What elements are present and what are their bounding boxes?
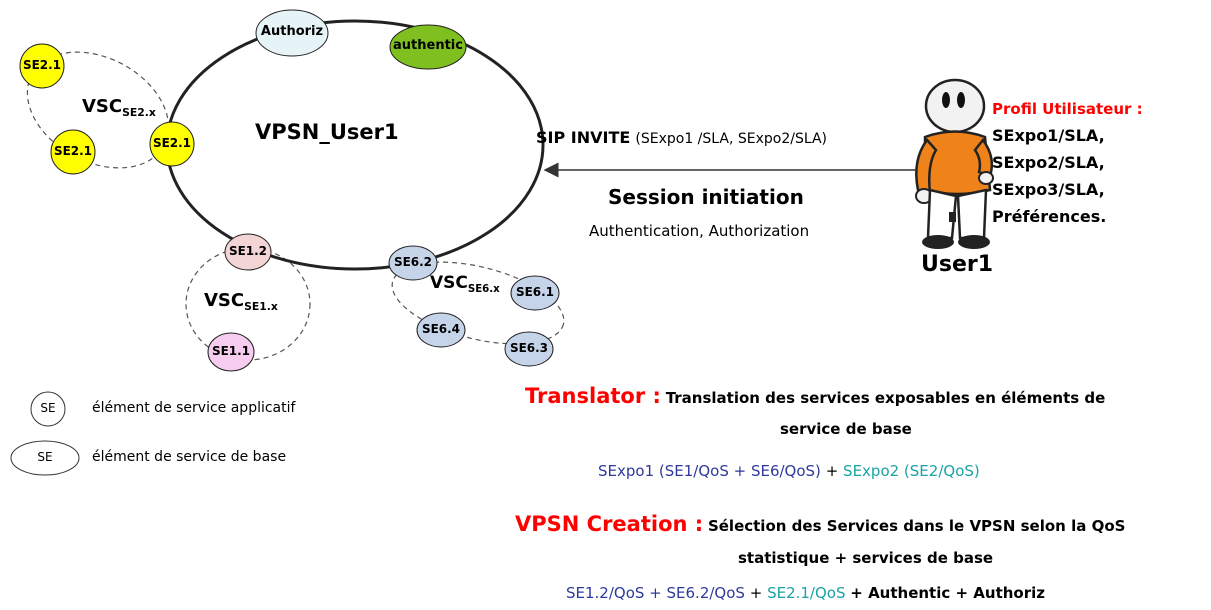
node-se62-label: SE6.2 [393, 255, 433, 269]
node-authentic [389, 24, 467, 70]
node-se64 [416, 312, 466, 348]
vpsn-formula-plus: + [749, 584, 763, 602]
node-se63-label: SE6.3 [509, 341, 549, 355]
node-se21-ring-label: SE2.1 [152, 136, 192, 150]
translator-desc-1: Translation des services exposables en é… [665, 389, 1106, 407]
vpsn-creation-label: VPSN Creation : [515, 512, 704, 536]
vpsn-creation-line1: VPSN Creation : Sélection des Services d… [515, 512, 1125, 536]
legend-app-text: élément de service applicatif [92, 400, 296, 416]
session-subtitle: Authentication, Authorization [589, 222, 810, 240]
legend-base-symbol [10, 440, 80, 476]
user-figure-icon [915, 78, 994, 249]
node-se61 [510, 275, 560, 311]
vpsn-formula-part1: SE1.2/QoS + SE6.2/QoS [566, 584, 745, 602]
node-se12 [224, 233, 272, 271]
legend-app-symbol [30, 391, 66, 427]
profile-item-3: SExpo3/SLA, [992, 180, 1105, 199]
node-se12-label: SE1.2 [228, 244, 268, 258]
profile-item-2: SExpo2/SLA, [992, 153, 1105, 172]
vpsn-creation-desc-1: Sélection des Services dans le VPSN selo… [707, 517, 1126, 535]
node-se21-ring [149, 121, 195, 167]
node-se61-label: SE6.1 [515, 285, 555, 299]
translator-formula-part1: SExpo1 (SE1/QoS + SE6/QoS) [598, 462, 821, 480]
translator-desc-2: service de base [780, 420, 912, 438]
node-se64-label: SE6.4 [421, 322, 461, 336]
user-name: User1 [921, 252, 994, 277]
translator-label: Translator : [525, 384, 661, 408]
node-se21-top-label: SE2.1 [22, 58, 62, 72]
vsc-se6-ring [391, 261, 565, 345]
vsc-se6-label: VSCSE6.x [430, 273, 500, 295]
profile-title: Profil Utilisateur : [992, 100, 1143, 118]
vpsn-title: VPSN_User1 [255, 120, 399, 144]
vsc-se2-label: VSCSE2.x [82, 96, 156, 119]
session-title: Session initiation [608, 185, 804, 209]
vpsn-creation-desc-2: statistique + services de base [738, 549, 994, 567]
node-authentic-label: authentic [393, 38, 463, 53]
vsc-se1-label: VSCSE1.x [204, 290, 278, 313]
node-se21-top [19, 43, 65, 89]
profile-item-4: Préférences. [992, 207, 1107, 226]
profile-item-1: SExpo1/SLA, [992, 126, 1105, 145]
vpsn-formula-part2: SE2.1/QoS [767, 584, 846, 602]
translator-formula: SExpo1 (SE1/QoS + SE6/QoS) + SExpo2 (SE2… [598, 462, 980, 480]
node-authoriz [255, 9, 329, 57]
node-authoriz-label: Authoriz [260, 24, 324, 39]
translator-formula-part2: SExpo2 (SE2/QoS) [843, 462, 980, 480]
legend-app-symbol-label: SE [40, 401, 56, 415]
node-se21-bottom [50, 129, 96, 175]
translator-line1: Translator : Translation des services ex… [525, 384, 1105, 408]
node-se62 [388, 245, 438, 281]
sip-keyword: SIP INVITE [536, 128, 631, 147]
translator-formula-plus: + [825, 462, 839, 480]
sip-invite-label: SIP INVITE (SExpo1 /SLA, SExpo2/SLA) [536, 128, 827, 147]
legend-base-symbol-label: SE [37, 450, 53, 464]
sip-params: (SExpo1 /SLA, SExpo2/SLA) [635, 131, 828, 147]
node-se11 [207, 332, 255, 372]
vpsn-formula-part3: + Authentic + Authoriz [850, 584, 1045, 602]
vpsn-ring [165, 19, 545, 271]
node-se63 [504, 331, 554, 367]
legend-base-text: élément de service de base [92, 449, 287, 465]
node-se21-bottom-label: SE2.1 [53, 144, 93, 158]
node-se11-label: SE1.1 [211, 344, 251, 358]
vpsn-creation-formula: SE1.2/QoS + SE6.2/QoS + SE2.1/QoS + Auth… [566, 584, 1045, 602]
